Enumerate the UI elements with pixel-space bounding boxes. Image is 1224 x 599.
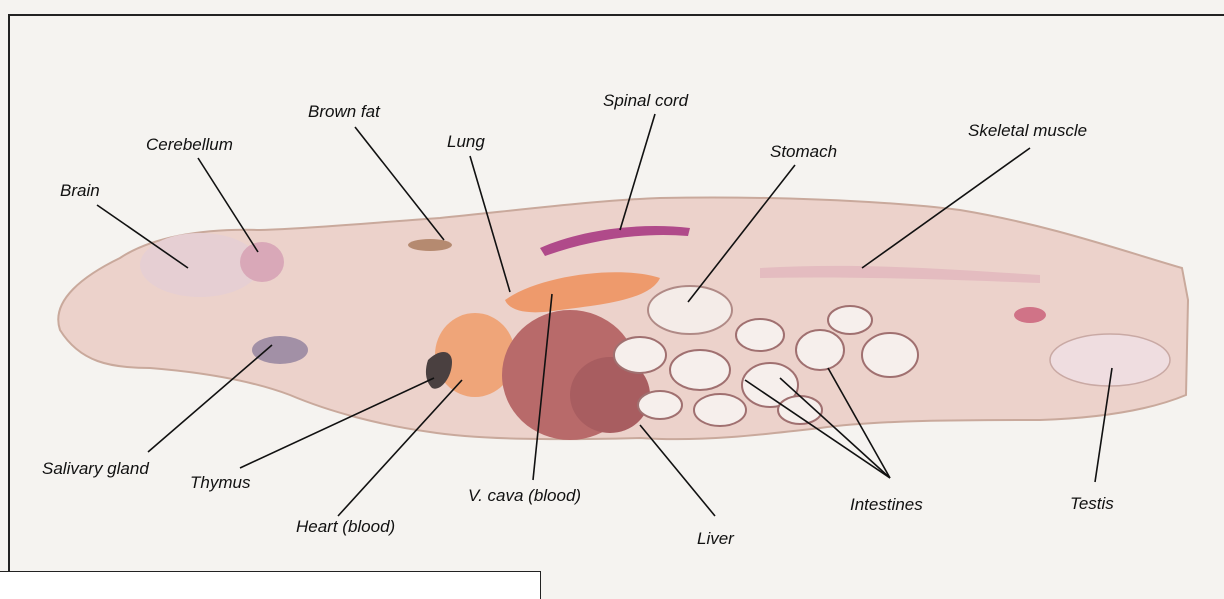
label-testis: Testis [1070, 494, 1114, 514]
label-heart: Heart (blood) [296, 517, 395, 537]
label-liver: Liver [697, 529, 734, 549]
label-intestines: Intestines [850, 495, 923, 515]
brown-fat-region [408, 239, 452, 251]
label-brain: Brain [60, 181, 100, 201]
cerebellum-region [240, 242, 284, 282]
label-salivary-gland: Salivary gland [42, 459, 149, 479]
label-cerebellum: Cerebellum [146, 135, 233, 155]
label-stomach: Stomach [770, 142, 837, 162]
label-spinal-cord: Spinal cord [603, 91, 688, 111]
caption-box [0, 571, 541, 599]
stomach-region [648, 286, 732, 334]
label-lung: Lung [447, 132, 485, 152]
label-brown-fat: Brown fat [308, 102, 380, 122]
label-vcava: V. cava (blood) [468, 486, 581, 506]
label-skeletal-muscle: Skeletal muscle [968, 121, 1087, 141]
label-thymus: Thymus [190, 473, 250, 493]
posterior-red-spot [1014, 307, 1046, 323]
salivary-gland-region [252, 336, 308, 364]
